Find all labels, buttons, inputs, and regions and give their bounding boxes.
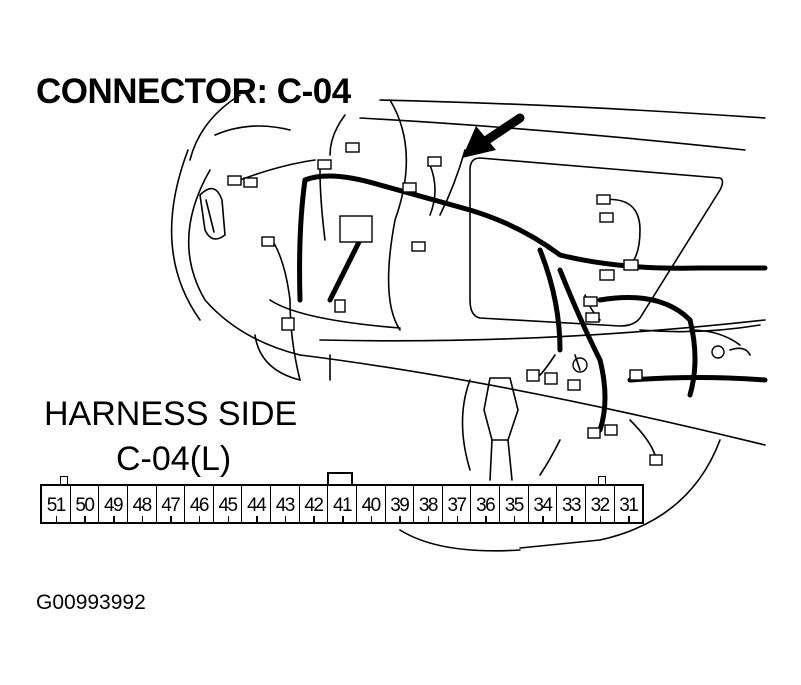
- connector-pin: 31: [615, 486, 643, 522]
- harness-side-label: HARNESS SIDE: [44, 395, 298, 433]
- connector-post: [60, 476, 68, 486]
- connector-pin: 36: [471, 486, 500, 522]
- connector-pin: 34: [529, 486, 558, 522]
- connector-pin: 40: [357, 486, 386, 522]
- connector-pin: 51: [42, 486, 71, 522]
- connector-title: CONNECTOR: C-04: [36, 72, 351, 111]
- connector-pin: 39: [386, 486, 415, 522]
- connector-pin: 41: [328, 486, 357, 522]
- connector-post: [598, 476, 606, 486]
- connector-pin: 33: [557, 486, 586, 522]
- connector-pin: 38: [414, 486, 443, 522]
- connector-pin: 46: [185, 486, 214, 522]
- connector-pin: 44: [242, 486, 271, 522]
- connector-pin-face: 51 50 49 48 47 46 45 44 43 42 41 40 39 3…: [40, 484, 644, 524]
- connector-pin: 43: [271, 486, 300, 522]
- connector-latch: [327, 472, 353, 487]
- connector-pin: 35: [500, 486, 529, 522]
- connector-id-label: C-04(L): [116, 440, 232, 478]
- connector-pin: 45: [214, 486, 243, 522]
- connector-pin: 47: [157, 486, 186, 522]
- connector-pin: 42: [300, 486, 329, 522]
- connector-pin: 49: [99, 486, 128, 522]
- connector-pin: 48: [128, 486, 157, 522]
- connector-pin: 32: [586, 486, 615, 522]
- connector-pin: 37: [443, 486, 472, 522]
- figure-id: G00993992: [36, 591, 146, 614]
- connector-pin: 50: [71, 486, 100, 522]
